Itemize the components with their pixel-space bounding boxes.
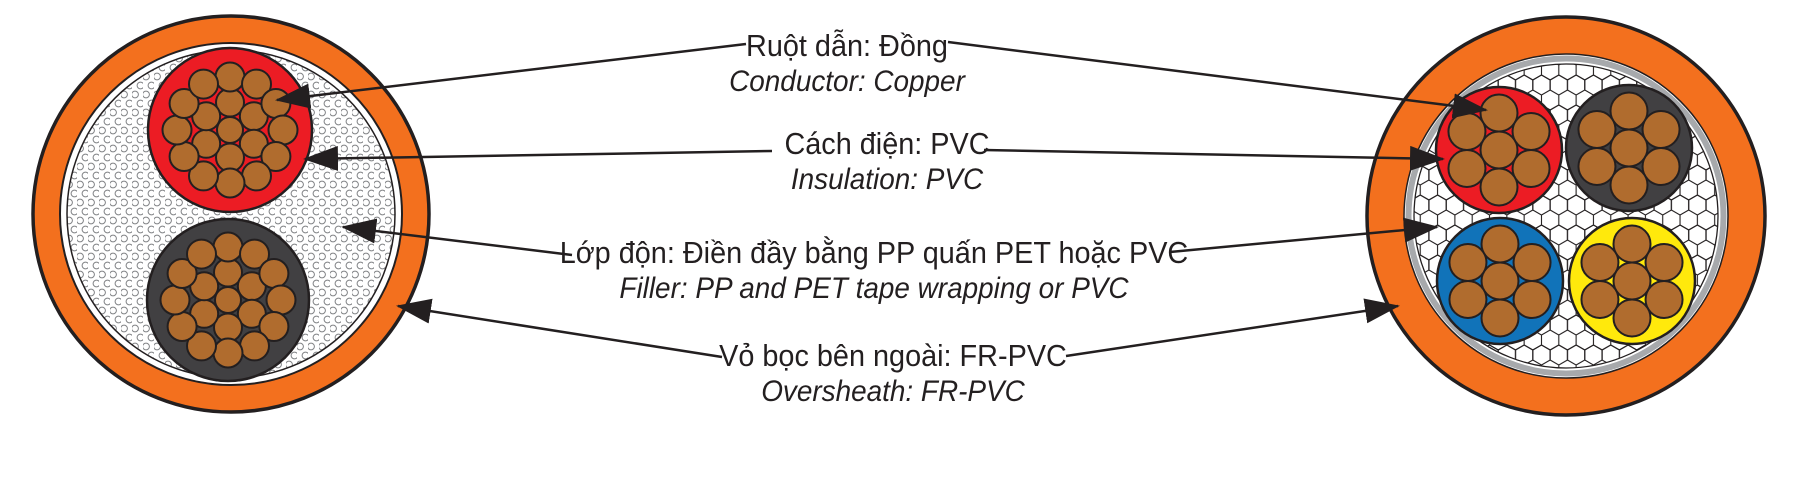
- copper-strand: [1641, 110, 1681, 149]
- copper-strand: [214, 61, 246, 93]
- core-black: [145, 217, 311, 383]
- copper-strand: [1577, 147, 1617, 186]
- copper-strand: [1577, 110, 1617, 149]
- copper-strand: [1580, 280, 1620, 319]
- copper-strand: [1511, 149, 1551, 188]
- copper-strand: [1511, 112, 1551, 151]
- insulation-label-vi: Cách điện: PVC: [784, 126, 990, 161]
- copper-strand: [1612, 298, 1652, 338]
- copper-strand: [212, 337, 244, 369]
- copper-strand: [166, 258, 198, 289]
- copper-strand: [186, 330, 217, 362]
- cores-4core: [1434, 83, 1697, 346]
- leader-conductor-left: [275, 42, 747, 109]
- filler-label-en: Filler: PP and PET tape wrapping or PVC: [619, 272, 1129, 305]
- leader-lines: [275, 40, 1488, 359]
- copper-strand: [168, 141, 200, 172]
- leader-filler-left: [341, 218, 573, 257]
- copper-strand: [265, 284, 297, 316]
- core-yellow: [1567, 216, 1697, 346]
- core-black: [1564, 83, 1694, 213]
- leader-insulation-right: [983, 145, 1445, 171]
- core-red: [1434, 85, 1564, 215]
- cable-4core-cross-section: [1365, 15, 1767, 417]
- copper-strand: [188, 160, 219, 192]
- leader-oversheath-right: [1065, 298, 1400, 358]
- copper-strand: [241, 160, 272, 192]
- filler-label-vi: Lớp độn: Điền đầy bằng PP quấn PET hoặc …: [559, 235, 1189, 270]
- copper-strand: [166, 311, 198, 342]
- copper-strand: [1447, 149, 1487, 188]
- conductor-label-vi: Ruột dẫn: Đồng: [746, 28, 948, 63]
- copper-strand: [260, 141, 292, 172]
- copper-strand: [1479, 93, 1519, 133]
- copper-strand: [186, 238, 217, 270]
- copper-strand: [214, 167, 246, 199]
- copper-strand: [161, 114, 193, 146]
- copper-strand: [1580, 243, 1620, 282]
- copper-strand: [239, 330, 270, 362]
- cores-2core: [145, 46, 314, 383]
- copper-strand: [212, 231, 244, 263]
- copper-strand: [1609, 91, 1649, 131]
- copper-strand: [1512, 243, 1552, 282]
- copper-strand: [1609, 165, 1649, 205]
- leader-conductor-right: [947, 40, 1488, 119]
- copper-strand: [188, 68, 219, 100]
- copper-strand: [1612, 224, 1652, 264]
- copper-strand: [1448, 280, 1488, 319]
- copper-strand: [1480, 261, 1520, 301]
- core-blue: [1435, 216, 1565, 346]
- oversheath-label-en: Oversheath: FR-PVC: [761, 375, 1025, 408]
- copper-strand: [258, 258, 290, 289]
- leader-oversheath-left: [396, 298, 723, 359]
- cable-2core-cross-section: [31, 14, 431, 414]
- copper-strand: [214, 286, 242, 314]
- core-red: [146, 46, 314, 214]
- copper-strand: [1644, 243, 1684, 282]
- copper-strand: [159, 284, 191, 316]
- insulation-label: Cách điện: PVC Insulation: PVC: [784, 126, 989, 198]
- copper-strand: [258, 311, 290, 342]
- conductor-label: Ruột dẫn: Đồng Conductor: Copper: [729, 28, 965, 100]
- copper-strand: [1479, 130, 1519, 170]
- copper-strand: [1480, 298, 1520, 338]
- copper-strand: [1641, 147, 1681, 186]
- copper-strand: [1447, 112, 1487, 151]
- copper-strand: [1612, 261, 1652, 301]
- copper-strand: [1512, 280, 1552, 319]
- conductor-label-en: Conductor: Copper: [729, 65, 965, 98]
- copper-strand: [1609, 128, 1649, 168]
- leader-filler-right: [1169, 217, 1439, 254]
- copper-strand: [260, 88, 292, 119]
- copper-strand: [216, 116, 244, 144]
- copper-strand: [241, 68, 272, 100]
- copper-strand: [1644, 280, 1684, 319]
- copper-strand: [1479, 167, 1519, 207]
- copper-strand: [267, 114, 299, 146]
- oversheath-label-vi: Vỏ bọc bên ngoài: FR-PVC: [719, 338, 1067, 373]
- copper-strand: [239, 238, 270, 270]
- oversheath-label: Vỏ bọc bên ngoài: FR-PVC Oversheath: FR-…: [719, 338, 1067, 410]
- copper-strand: [1480, 224, 1520, 264]
- insulation-label-en: Insulation: PVC: [790, 163, 984, 196]
- filler-label: Lớp độn: Điền đầy bằng PP quấn PET hoặc …: [560, 235, 1189, 307]
- leader-insulation-left: [303, 145, 773, 171]
- binder-tape-ring-4core: [1405, 55, 1727, 377]
- copper-strand: [168, 88, 200, 119]
- copper-strand: [1448, 243, 1488, 282]
